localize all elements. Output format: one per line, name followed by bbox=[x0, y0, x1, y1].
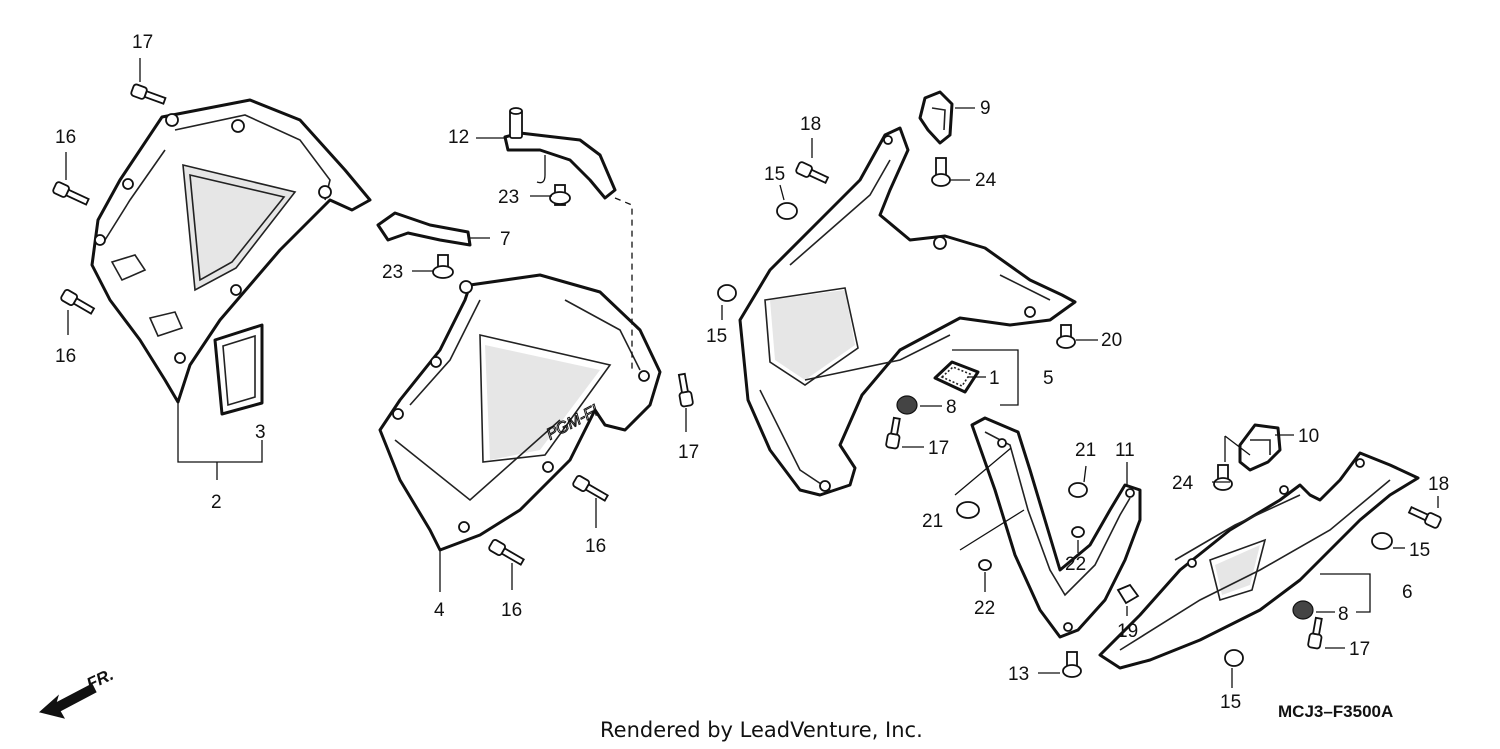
callout-16: 16 bbox=[55, 346, 76, 367]
sticker-part-1 bbox=[933, 360, 980, 394]
cowl-part-5 bbox=[738, 126, 1077, 497]
callout-18: 18 bbox=[1428, 474, 1449, 495]
callout-16: 16 bbox=[55, 127, 76, 148]
callout-22: 22 bbox=[974, 598, 995, 619]
under-panel-part-11 bbox=[970, 416, 1142, 639]
credit-text: Rendered by LeadVenture, Inc. bbox=[600, 718, 923, 742]
callout-20: 20 bbox=[1101, 330, 1122, 351]
callout-5: 5 bbox=[1043, 368, 1054, 389]
callout-21: 21 bbox=[1075, 440, 1096, 461]
callout-16: 16 bbox=[585, 536, 606, 557]
callout-8: 8 bbox=[946, 397, 957, 418]
callout-10: 10 bbox=[1298, 426, 1319, 447]
callout-17: 17 bbox=[928, 438, 949, 459]
callout-7: 7 bbox=[500, 229, 511, 250]
callout-23: 23 bbox=[498, 187, 519, 208]
callout-6: 6 bbox=[1402, 582, 1413, 603]
callout-15: 15 bbox=[764, 164, 785, 185]
diagram-code: MCJ3–F3500A bbox=[1278, 702, 1393, 721]
callout-15: 15 bbox=[706, 326, 727, 347]
callout-24: 24 bbox=[1172, 473, 1194, 494]
callout-1: 1 bbox=[989, 368, 1000, 389]
callout-8: 8 bbox=[1338, 604, 1349, 625]
cowl-part-4: PGM-FI bbox=[378, 273, 662, 552]
callout-21: 21 bbox=[922, 511, 943, 532]
callout-18: 18 bbox=[800, 114, 821, 135]
callout-17: 17 bbox=[1349, 639, 1370, 660]
leader-lines bbox=[65, 58, 1439, 688]
callout-11: 11 bbox=[1115, 440, 1135, 461]
callout-19: 19 bbox=[1117, 621, 1138, 642]
bracket-part-10 bbox=[1238, 423, 1282, 472]
callout-24: 24 bbox=[975, 170, 997, 191]
callout-15: 15 bbox=[1220, 692, 1241, 713]
inner-panel-part-2 bbox=[90, 98, 372, 404]
callout-22: 22 bbox=[1065, 554, 1086, 575]
callout-13: 13 bbox=[1008, 664, 1029, 685]
callout-4: 4 bbox=[434, 600, 445, 621]
lower-panel-part-6 bbox=[1098, 451, 1420, 670]
bracket-part-7 bbox=[376, 211, 472, 247]
fastener-hardware bbox=[52, 83, 1442, 678]
callout-23: 23 bbox=[382, 262, 403, 283]
bracket-part-12 bbox=[503, 107, 617, 200]
callout-3: 3 bbox=[255, 422, 266, 443]
front-direction-arrow-icon: FR. bbox=[38, 665, 117, 719]
bracket-part-9 bbox=[918, 90, 954, 145]
callout-2: 2 bbox=[211, 492, 222, 513]
callout-17: 17 bbox=[678, 442, 699, 463]
callout-labels: 17 16 16 3 2 12 23 7 23 17 16 4 16 18 15… bbox=[55, 32, 1449, 713]
callout-9: 9 bbox=[980, 98, 991, 119]
callout-16: 16 bbox=[501, 600, 522, 621]
callout-15: 15 bbox=[1409, 540, 1430, 561]
callout-12: 12 bbox=[448, 127, 469, 148]
callout-17: 17 bbox=[132, 32, 153, 53]
